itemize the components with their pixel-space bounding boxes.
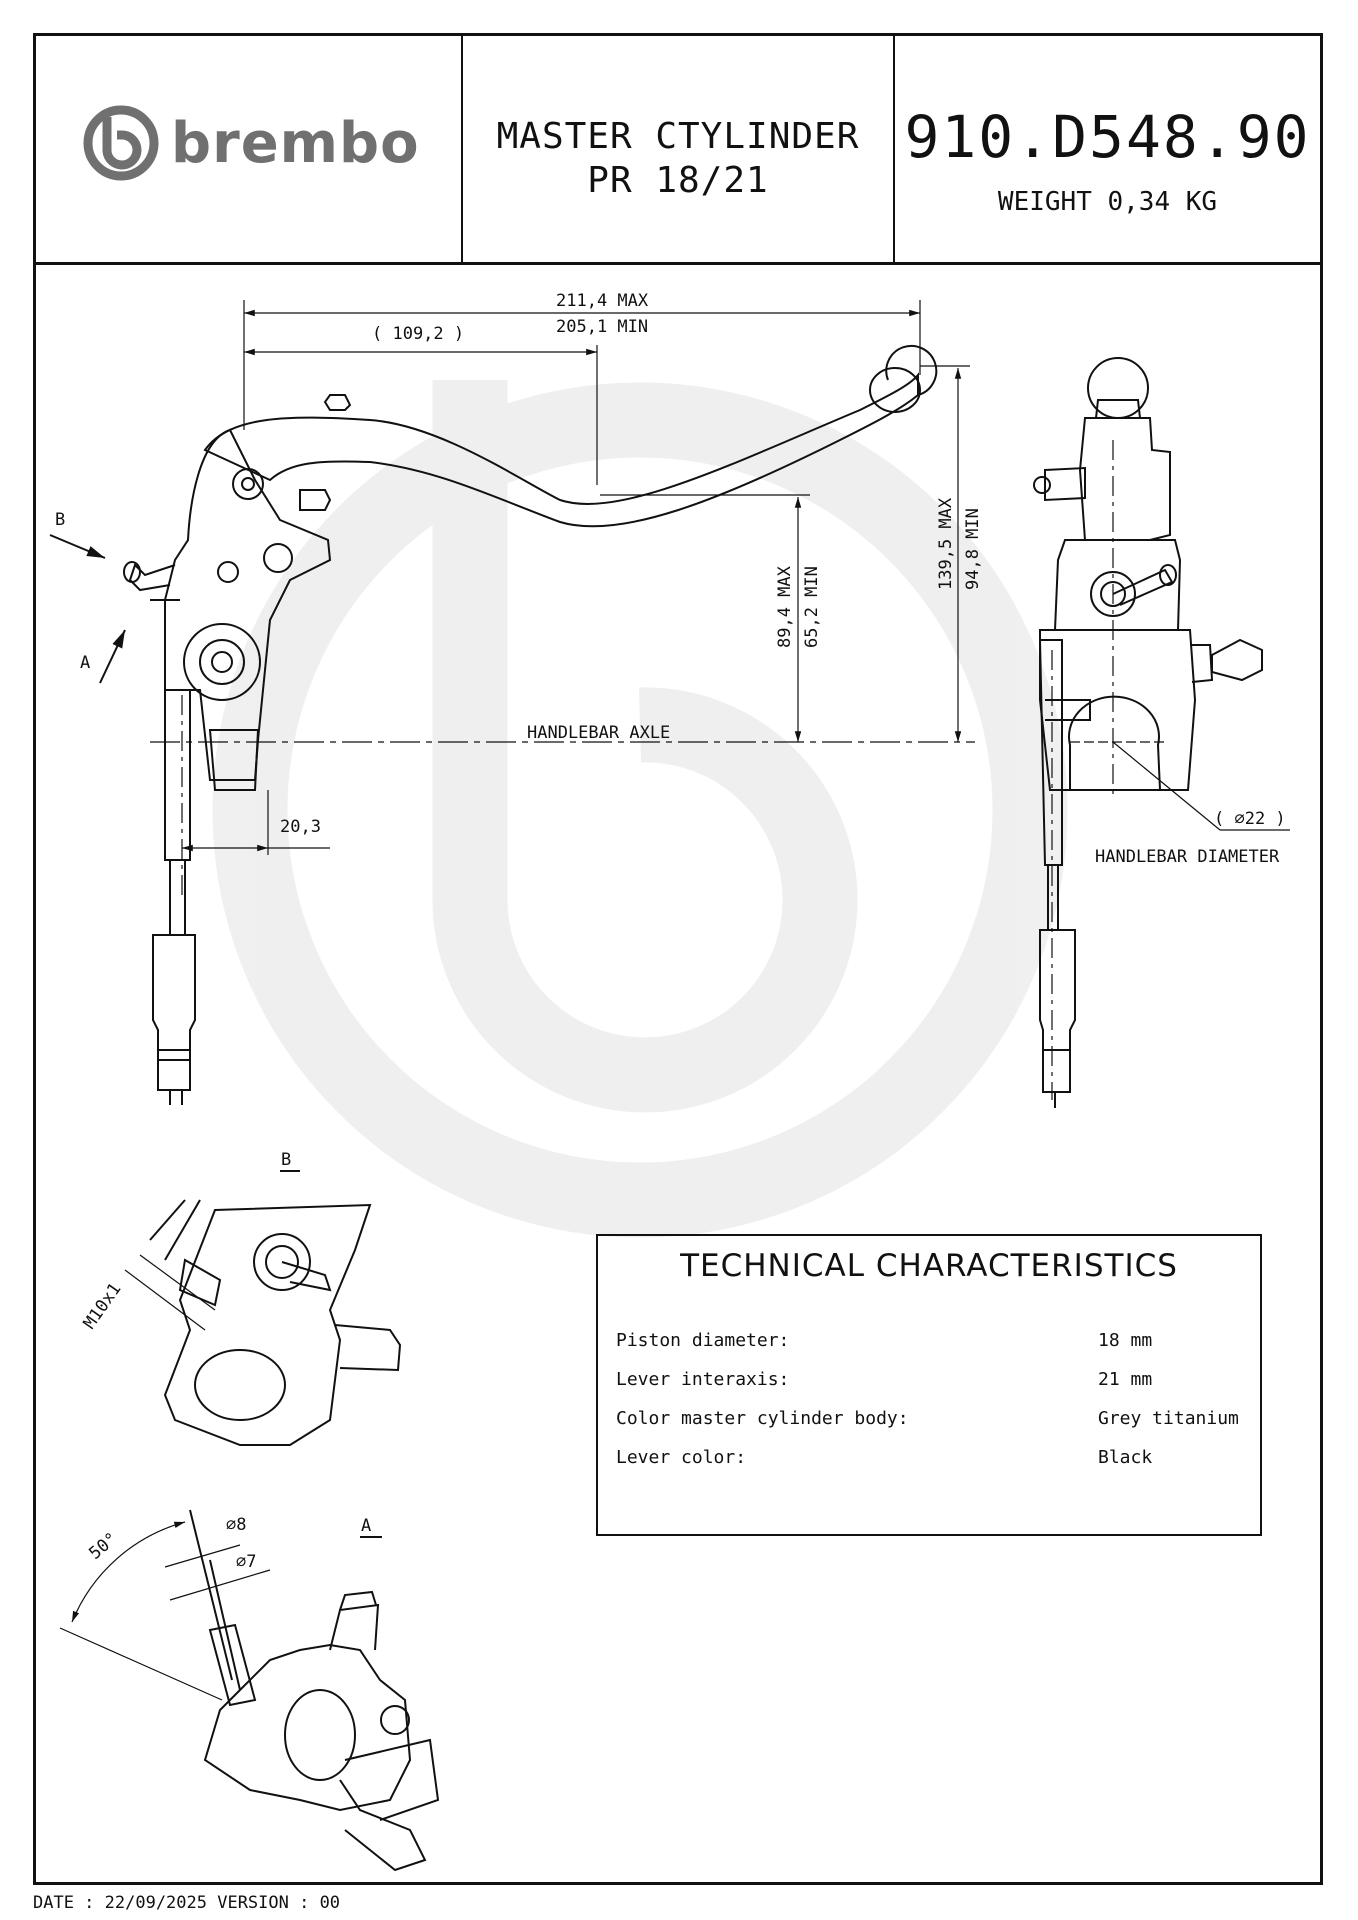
diameter-8: ∅8 (226, 1515, 246, 1535)
detail-view-a (189, 1509, 440, 1872)
thread-spec: M10x1 (80, 1279, 126, 1332)
tech-row-label: Lever interaxis: (616, 1369, 790, 1390)
brembo-logo: brembo (83, 105, 420, 181)
title-block: brembo MASTER CTYLINDER PR 18/21 910.D54… (33, 33, 1323, 265)
view-arrows: B A (49, 510, 126, 684)
product-model: PR 18/21 (587, 160, 769, 201)
tech-row-value: 21 mm (1098, 1369, 1153, 1390)
front-view-master-cylinder (1033, 357, 1290, 1108)
tech-row-value: 18 mm (1098, 1330, 1153, 1351)
view-b-arrow-label: B (55, 510, 65, 530)
handlebar-diameter: ( ∅22 ) (1214, 809, 1286, 829)
handlebar-diameter-label: HANDLEBAR DIAMETER (1095, 847, 1280, 867)
angle-dimension (59, 1521, 271, 1701)
tech-row-value: Black (1098, 1447, 1153, 1468)
side-view-master-cylinder (123, 344, 975, 1105)
diameter-7: ∅7 (236, 1552, 256, 1572)
logo-cell: brembo (33, 33, 463, 262)
dim-partial: ( 109,2 ) (372, 324, 464, 344)
view-b-title: B (281, 1150, 291, 1170)
tech-row-label: Piston diameter: (616, 1330, 790, 1351)
thread-dimension (124, 1254, 216, 1331)
dimensions-side-view (182, 300, 970, 855)
drawing-frame (33, 33, 1323, 1885)
part-code: 910.D548.90 (904, 103, 1311, 171)
product-title: MASTER CTYLINDER (496, 116, 860, 157)
dim-overall-max: 211,4 MAX (556, 291, 649, 311)
brand-name: brembo (171, 110, 420, 176)
dim-height-b-min: 94,8 MIN (963, 508, 983, 590)
view-a-title: A (361, 1516, 371, 1536)
code-cell: 910.D548.90 WEIGHT 0,34 KG (895, 33, 1320, 262)
tech-title: TECHNICAL CHARACTERISTICS (680, 1248, 1178, 1284)
handlebar-axle-label: HANDLEBAR AXLE (527, 723, 670, 743)
dim-overall-min: 205,1 MIN (556, 317, 648, 337)
detail-view-b (149, 1199, 402, 1446)
date-version-footer: DATE : 22/09/2025 VERSION : 00 (33, 1893, 341, 1913)
part-weight: WEIGHT 0,34 KG (997, 187, 1218, 217)
watermark-logo (212, 380, 1068, 1238)
tech-row-label: Color master cylinder body: (616, 1408, 909, 1429)
tech-row-label: Lever color: (616, 1447, 747, 1468)
title-cell: MASTER CTYLINDER PR 18/21 (463, 33, 895, 262)
dim-height-b-max: 139,5 MAX (936, 497, 956, 590)
dim-height-a-min: 65,2 MIN (802, 566, 822, 648)
view-a-arrow-label: A (80, 653, 90, 673)
brembo-logo-icon (83, 105, 159, 181)
dim-height-a-max: 89,4 MAX (775, 565, 795, 648)
dim-offset: 20,3 (280, 817, 321, 837)
tech-row-value: Grey titanium (1098, 1408, 1239, 1429)
technical-characteristics-box: TECHNICAL CHARACTERISTICS Piston diamete… (596, 1234, 1262, 1536)
